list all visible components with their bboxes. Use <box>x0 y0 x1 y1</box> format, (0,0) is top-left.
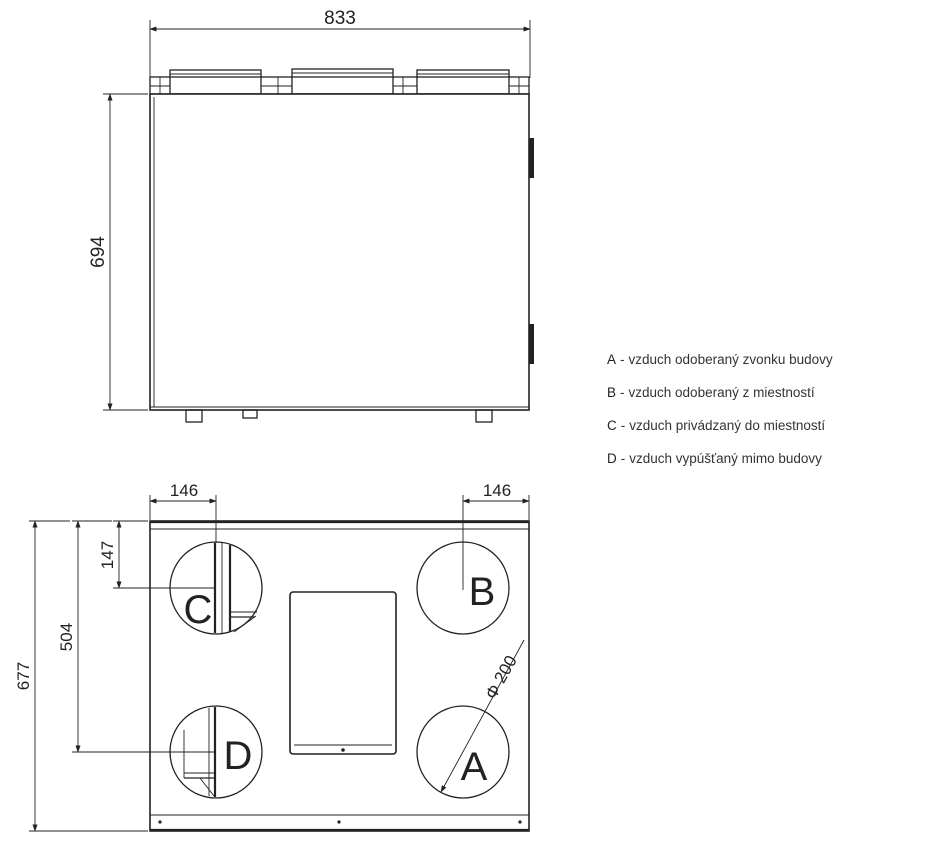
port-b-label: B <box>469 570 496 614</box>
port-d-label: D <box>224 734 253 778</box>
port-a: A <box>416 705 510 799</box>
legend-separator: - <box>620 418 626 433</box>
side-handle-upper <box>529 138 534 178</box>
width-dimension: 833 <box>149 8 531 78</box>
legend-key: A <box>607 352 617 367</box>
legend-key: C <box>607 418 617 433</box>
legend-text: vzduch odoberaný z miestností <box>628 385 815 400</box>
height-dimension-label: 694 <box>88 236 109 268</box>
legend-item-d: D-vzduch vypúšťaný mimo budovy <box>607 446 927 479</box>
legend-text: vzduch odoberaný zvonku budovy <box>628 352 833 367</box>
total-height-dimension-label: 677 <box>14 662 33 690</box>
mid-height-dimension: 504 <box>57 520 216 753</box>
total-height-dimension: 677 <box>14 520 148 832</box>
access-panel <box>289 591 397 755</box>
legend-separator: - <box>620 352 625 367</box>
side-handle-lower <box>529 324 534 364</box>
right-offset-dimension-label: 146 <box>483 481 511 500</box>
top-offset-dimension: 147 <box>98 520 216 589</box>
legend-text: vzduch privádzaný do miestností <box>629 418 826 433</box>
legend-text: vzduch vypúšťaný mimo budovy <box>629 451 822 466</box>
legend-separator: - <box>620 451 626 466</box>
legend-item-c: C-vzduch privádzaný do miestností <box>607 413 927 446</box>
unit-feet <box>185 409 493 423</box>
legend-separator: - <box>620 385 625 400</box>
right-offset-dimension: 146 <box>462 481 530 590</box>
legend-item-a: A-vzduch odoberaný zvonku budovy <box>607 347 927 380</box>
legend-item-b: B-vzduch odoberaný z miestností <box>607 380 927 413</box>
port-a-label: A <box>461 745 488 789</box>
mid-height-dimension-label: 504 <box>57 623 76 651</box>
left-offset-dimension-label: 146 <box>170 481 198 500</box>
unit-body-top-view <box>149 93 530 411</box>
top-connectors <box>149 68 530 95</box>
left-offset-dimension: 146 <box>149 481 217 543</box>
height-dimension: 694 <box>88 93 148 411</box>
legend-key: B <box>607 385 617 400</box>
width-dimension-label: 833 <box>324 8 356 29</box>
top-offset-dimension-label: 147 <box>98 541 117 569</box>
front-view: C D B A Φ 200 <box>14 481 530 832</box>
top-view: 833 <box>88 8 534 423</box>
legend-key: D <box>607 451 617 466</box>
legend: A-vzduch odoberaný zvonku budovy B-vzduc… <box>607 347 927 479</box>
port-c-label: C <box>184 588 213 632</box>
